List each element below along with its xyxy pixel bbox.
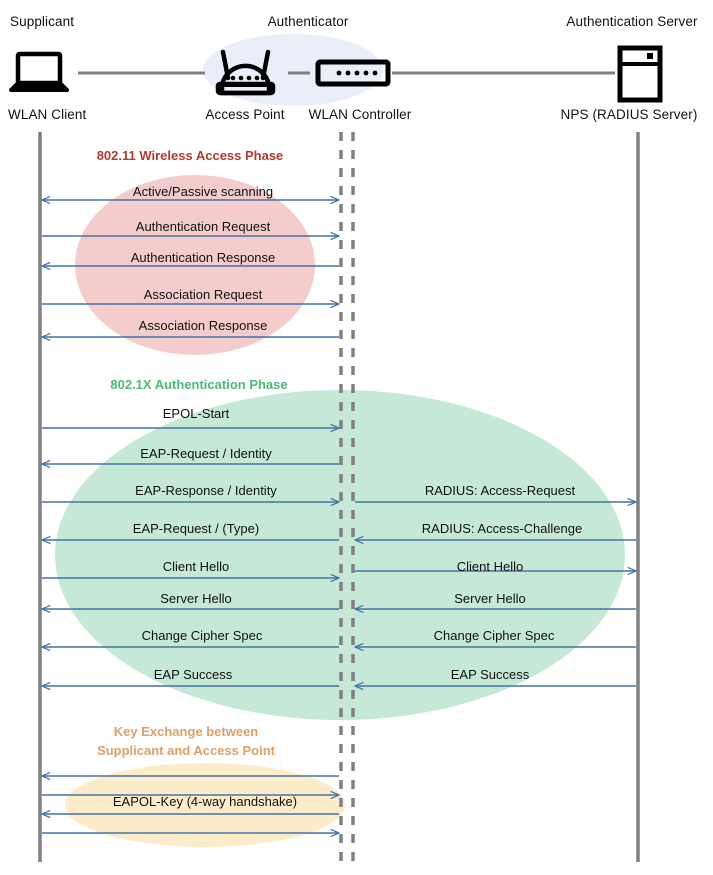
actor-device-access-point: Access Point: [205, 107, 285, 122]
message-label-change-cipher-spec-left: Change Cipher Spec: [141, 628, 263, 643]
message-label-server-hello-right: Server Hello: [454, 591, 526, 606]
message-label-eap-request-type: EAP-Request / (Type): [132, 521, 260, 536]
message-label-eapol-key: EAPOL-Key (4-way handshake): [112, 794, 298, 809]
phase-2-title: 802.1X Authentication Phase: [110, 377, 288, 392]
message-label-authentication-response: Authentication Response: [130, 250, 276, 265]
message-label-association-response: Association Response: [138, 318, 268, 333]
actor-role-supplicant: Supplicant: [10, 14, 75, 29]
message-label-eap-success-left: EAP Success: [153, 667, 233, 682]
message-label-change-cipher-spec-right: Change Cipher Spec: [433, 628, 555, 643]
phase-1-title: 802.11 Wireless Access Phase: [96, 148, 284, 163]
phase-3-title-line-1: Key Exchange between: [113, 724, 259, 739]
actor-device-nps-radius-server: NPS (RADIUS Server): [560, 107, 698, 122]
laptop-icon: [9, 51, 69, 92]
message-label-radius-access-request: RADIUS: Access-Request: [424, 483, 576, 498]
lifelines: [38, 132, 640, 862]
message-label-eap-success-right: EAP Success: [450, 667, 530, 682]
phase-3-title-line-2: Supplicant and Access Point: [97, 743, 275, 758]
wlan-controller-icon: [315, 59, 391, 87]
message-label-eapol-start: EPOL-Start: [162, 406, 230, 421]
access-point-icon: [215, 49, 276, 96]
message-label-active-passive-scanning: Active/Passive scanning: [132, 184, 274, 199]
actor-role-auth-server: Authentication Server: [566, 14, 698, 29]
phase-3-title: Key Exchange between Supplicant and Acce…: [97, 722, 275, 760]
message-label-authentication-request: Authentication Request: [135, 219, 271, 234]
message-arrows: [42, 200, 636, 833]
authenticator-group-ellipse: [203, 34, 383, 106]
message-label-radius-access-challenge: RADIUS: Access-Challenge: [421, 521, 583, 536]
phase-3-ellipse: [65, 763, 345, 847]
message-label-client-hello-left: Client Hello: [162, 559, 230, 574]
phase-1-ellipse: [75, 175, 315, 355]
server-icon: [617, 45, 663, 103]
message-label-server-hello-left: Server Hello: [160, 591, 232, 606]
actor-device-wlan-client: WLAN Client: [8, 107, 87, 122]
message-label-eap-response-identity: EAP-Response / Identity: [135, 483, 277, 498]
message-label-eap-request-identity: EAP-Request / Identity: [140, 446, 272, 461]
actor-device-wlan-controller: WLAN Controller: [308, 107, 412, 122]
message-label-client-hello-right: Client Hello: [456, 559, 524, 574]
message-label-association-request: Association Request: [143, 287, 263, 302]
actor-role-authenticator: Authenticator: [267, 14, 349, 29]
